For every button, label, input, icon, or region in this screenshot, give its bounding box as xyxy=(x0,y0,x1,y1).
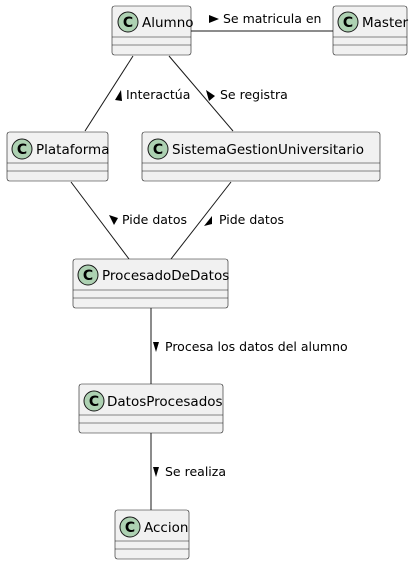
relation-label: Procesa los datos del alumno xyxy=(165,339,348,354)
class-accion[interactable]: C Accion xyxy=(114,509,190,560)
class-badge-letter: C xyxy=(343,15,353,31)
class-badge-letter: C xyxy=(123,15,133,31)
class-badge-letter: C xyxy=(83,268,93,284)
relation-procesado-datos: Procesa los datos del alumno xyxy=(150,308,348,384)
relation-alumno-plataforma: Interactúa xyxy=(84,55,190,132)
relation-label: Se matricula en xyxy=(223,11,321,26)
relation-label: Pide datos xyxy=(122,212,187,227)
class-badge-icon xyxy=(117,11,139,33)
relation-plataforma-procesado: Pide datos xyxy=(70,181,187,260)
direction-up-left-icon xyxy=(206,90,215,101)
direction-down-right-icon xyxy=(109,215,118,225)
relation-label: Se realiza xyxy=(165,464,226,479)
direction-right-icon xyxy=(209,15,219,23)
class-procesado-de-datos[interactable]: C ProcesadoDeDatos xyxy=(72,258,229,309)
direction-down-left-icon xyxy=(204,216,212,226)
direction-down-icon xyxy=(153,342,159,352)
class-badge-icon xyxy=(11,138,33,160)
relation-alumno-master: Se matricula en xyxy=(191,11,333,32)
class-badge-letter: C xyxy=(89,394,99,410)
relation-label: Interactúa xyxy=(126,87,190,102)
class-badge-icon xyxy=(83,390,105,412)
relation-datos-accion: Se realiza xyxy=(150,433,226,510)
relation-label: Pide datos xyxy=(219,212,284,227)
class-badge-icon xyxy=(147,138,169,160)
class-badge-letter: C xyxy=(17,142,27,158)
direction-down-icon xyxy=(153,467,159,477)
direction-up-right-icon xyxy=(115,90,122,101)
relation-sistema-procesado: Pide datos xyxy=(170,181,284,260)
class-name: SistemaGestionUniversitario xyxy=(172,142,364,158)
class-name: Accion xyxy=(144,520,188,536)
class-plataforma[interactable]: C Plataforma xyxy=(6,131,109,182)
class-badge-letter: C xyxy=(125,520,135,536)
class-name: Plataforma xyxy=(36,142,109,158)
class-name: Master xyxy=(362,15,409,31)
class-sistema-gestion-universitario[interactable]: C SistemaGestionUniversitario xyxy=(141,131,381,182)
class-badge-icon xyxy=(77,264,99,286)
class-badge-icon xyxy=(337,11,359,33)
class-alumno[interactable]: C Alumno xyxy=(111,5,194,56)
class-name: Alumno xyxy=(142,15,194,31)
class-badge-icon xyxy=(119,516,141,538)
class-master[interactable]: C Master xyxy=(332,5,409,56)
class-name: DatosProcesados xyxy=(107,394,223,410)
class-name: ProcesadoDeDatos xyxy=(102,268,229,284)
relation-alumno-sistema: Se registra xyxy=(168,55,288,132)
class-badge-letter: C xyxy=(153,142,163,158)
class-datos-procesados[interactable]: C DatosProcesados xyxy=(78,383,224,434)
relation-label: Se registra xyxy=(220,87,288,102)
